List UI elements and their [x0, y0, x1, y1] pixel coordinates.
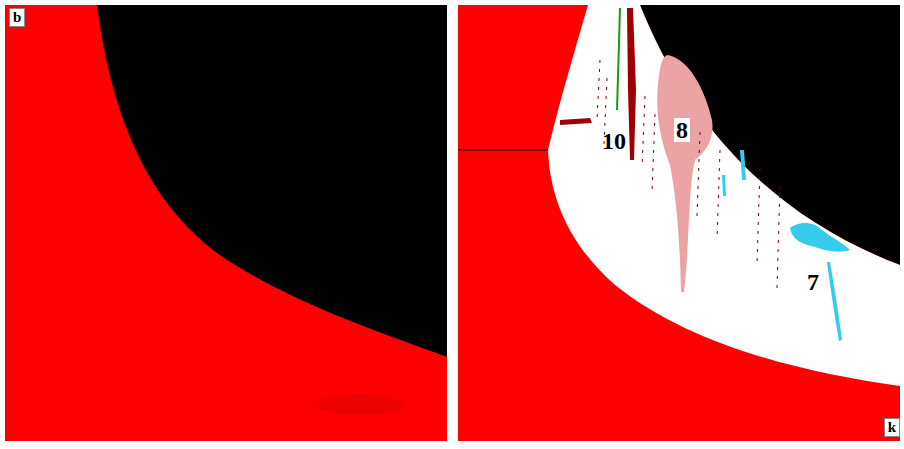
- black-region: [97, 5, 447, 357]
- red-region: [458, 5, 900, 441]
- phase-streak: [560, 118, 592, 125]
- phase-streak: [616, 8, 621, 110]
- streak-line: [777, 186, 780, 288]
- fine-streaks: [597, 60, 780, 288]
- white-region: [548, 5, 900, 386]
- streak-line: [717, 150, 720, 240]
- streak-line: [697, 132, 700, 216]
- pink-phase: [657, 55, 712, 292]
- streak-line: [642, 96, 645, 168]
- panel-letter: k: [884, 418, 900, 437]
- streak-line: [652, 114, 655, 192]
- cyan-phase: [827, 262, 842, 341]
- cyan-phase: [790, 223, 850, 252]
- callout-number: 10: [602, 129, 626, 153]
- red-region: [5, 5, 447, 441]
- cyan-phase: [740, 150, 746, 180]
- callout-number: 8: [674, 118, 690, 142]
- panel-letter: b: [9, 8, 25, 27]
- boundary-line: [458, 149, 548, 150]
- callout-number: 7: [807, 270, 819, 294]
- streak-line: [597, 60, 600, 120]
- streak-line: [757, 168, 760, 264]
- phase-streak: [627, 8, 636, 160]
- shade-region: [315, 395, 405, 415]
- cyan-phase: [722, 175, 726, 196]
